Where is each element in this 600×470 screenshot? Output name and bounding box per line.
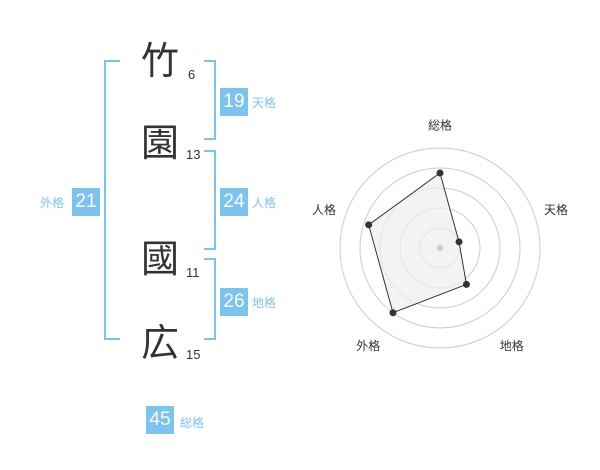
radar-axis-label: 地格 <box>500 338 524 353</box>
radar-point <box>436 169 444 177</box>
radar-center-dot <box>437 245 443 251</box>
jinkaku-bracket <box>204 150 216 250</box>
jinkaku-label: 人格 <box>252 196 277 210</box>
stroke-count-2: 13 <box>186 147 201 162</box>
radar-point <box>455 238 463 246</box>
name-char-3: 國 <box>141 237 180 281</box>
radar-point <box>365 221 373 229</box>
chikaku-label: 地格 <box>252 296 277 310</box>
chikaku-badge: 26 <box>220 288 248 316</box>
stroke-count-1: 6 <box>188 67 196 82</box>
chikaku-bracket <box>204 258 216 340</box>
gaikaku-label: 外格 <box>40 196 65 210</box>
name-char-4: 広 <box>141 321 180 365</box>
radar-axis-label: 総格 <box>428 118 452 133</box>
radar-axis-label: 外格 <box>356 338 380 353</box>
radar-series-area <box>368 172 468 314</box>
name-char-2: 園 <box>141 121 180 165</box>
radar-axis-label: 人格 <box>312 202 336 217</box>
tenkaku-label: 天格 <box>252 96 277 110</box>
radar-point <box>462 280 470 288</box>
tenkaku-badge: 19 <box>220 88 248 116</box>
radar-point <box>389 309 397 317</box>
jinkaku-badge: 24 <box>220 188 248 216</box>
name-char-1: 竹 <box>141 39 180 83</box>
tenkaku-bracket <box>204 60 216 140</box>
stroke-count-3: 11 <box>186 265 200 280</box>
stroke-count-4: 15 <box>186 347 201 362</box>
soukaku-badge: 45 <box>146 406 174 434</box>
radar-points <box>365 169 470 317</box>
gaikaku-bracket <box>104 60 120 340</box>
radar-ring <box>359 167 521 329</box>
radar-axis-label: 天格 <box>544 202 568 217</box>
gaikaku-badge: 21 <box>72 188 100 216</box>
soukaku-label: 総格 <box>180 416 205 430</box>
radar-ring <box>339 147 541 349</box>
